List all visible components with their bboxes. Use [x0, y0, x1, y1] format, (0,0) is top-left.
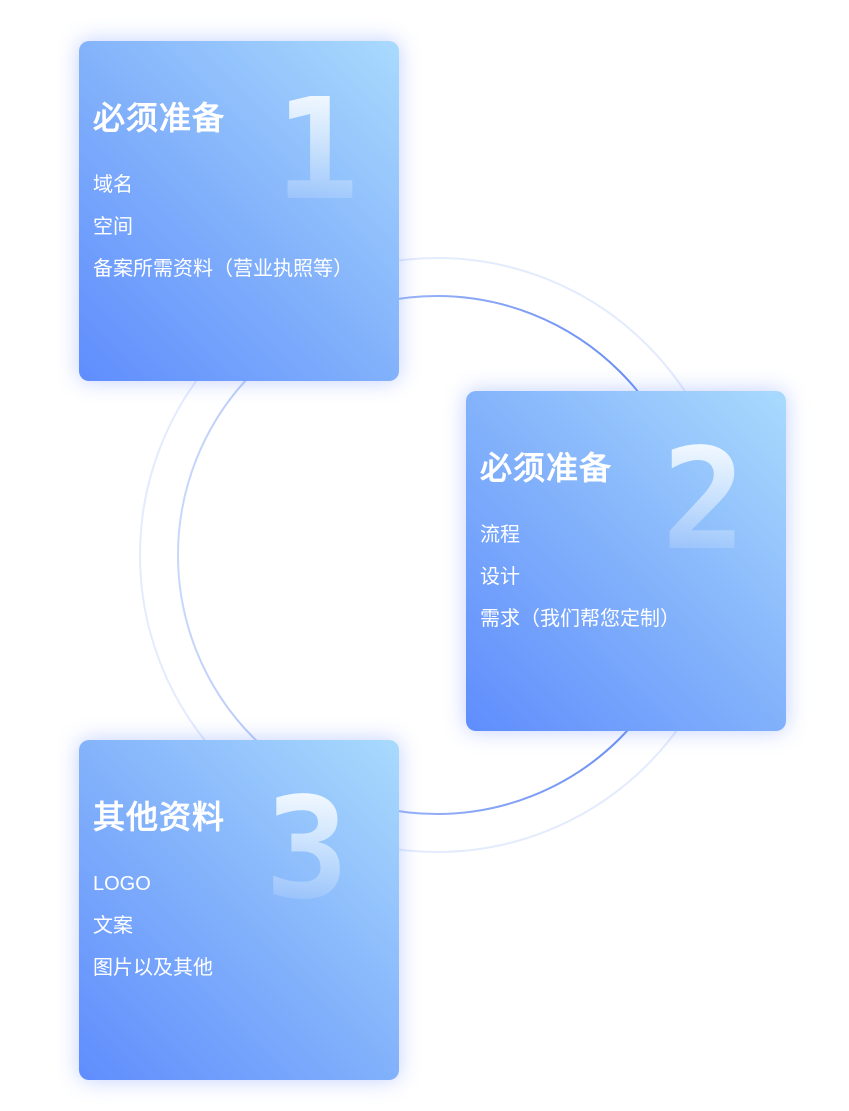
card-required-1: 1 必须准备 域名 空间 备案所需资料（营业执照等） — [79, 41, 399, 381]
number-3-icon: 3 — [264, 768, 349, 931]
number-1-icon: 1 — [274, 69, 359, 232]
list-item: 设计 — [480, 566, 520, 588]
card-other-materials: 3 其他资料 LOGO 文案 图片以及其他 — [79, 740, 399, 1080]
list-item: 域名 — [93, 174, 133, 196]
list-item: 图片以及其他 — [93, 957, 213, 979]
number-2-icon: 2 — [661, 419, 746, 582]
card-required-2: 2 必须准备 流程 设计 需求（我们帮您定制） — [466, 391, 786, 731]
card-title: 其他资料 — [93, 799, 226, 835]
list-item: 备案所需资料（营业执照等） — [93, 258, 353, 280]
list-item: 流程 — [480, 524, 520, 546]
list-item: LOGO — [93, 873, 151, 895]
list-item: 需求（我们帮您定制） — [480, 608, 680, 630]
list-item: 空间 — [93, 216, 133, 238]
card-title: 必须准备 — [93, 100, 226, 136]
card-title: 必须准备 — [480, 450, 613, 486]
list-item: 文案 — [93, 915, 133, 937]
